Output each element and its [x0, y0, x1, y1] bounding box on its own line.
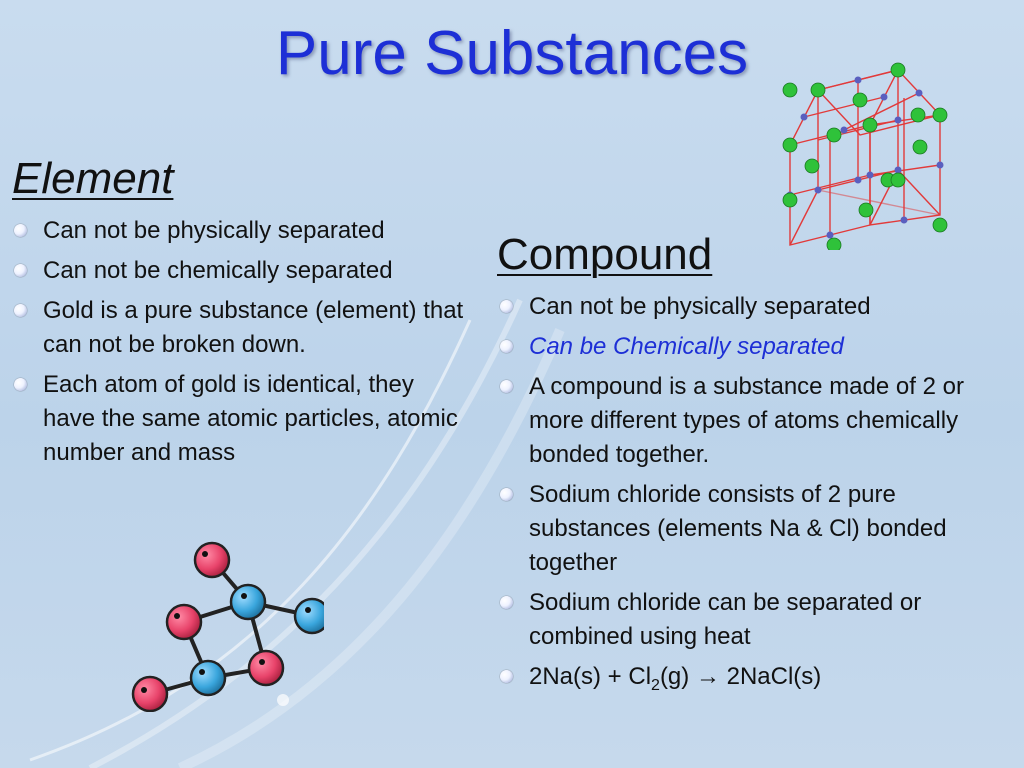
molecule-diagram-icon [131, 541, 324, 712]
compound-bullet: Sodium chloride can be separated or comb… [498, 586, 968, 654]
compound-bullet: A compound is a substance made of 2 or m… [498, 370, 968, 472]
compound-bullet: Can not be physically separated [498, 290, 968, 324]
compound-heading: Compound [497, 230, 713, 279]
equation-lhs: 2Na(s) + Cl [529, 663, 652, 690]
compound-bullet-list: Can not be physically separated Can be C… [498, 290, 968, 709]
nacl-crystal-lattice-icon [782, 62, 948, 250]
slide-title: Pure Substances [275, 19, 749, 88]
compound-bullet-emphasized: Can be Chemically separated [498, 330, 968, 364]
chemical-equation: 2Na(s) + Cl2(g) → 2NaCl(s) [498, 660, 968, 703]
element-heading: Element [12, 154, 174, 203]
equation-subscript: 2 [651, 676, 660, 694]
element-bullet-list: Can not be physically separated Can not … [12, 214, 464, 476]
element-bullet: Can not be physically separated [12, 214, 464, 248]
element-bullet: Can not be chemically separated [12, 254, 464, 288]
compound-bullet: Sodium chloride consists of 2 pure subst… [498, 478, 968, 580]
element-bullet: Gold is a pure substance (element) that … [12, 294, 464, 362]
element-bullet: Each atom of gold is identical, they hav… [12, 368, 464, 470]
equation-rhs: (g) → 2NaCl(s) [659, 663, 822, 690]
